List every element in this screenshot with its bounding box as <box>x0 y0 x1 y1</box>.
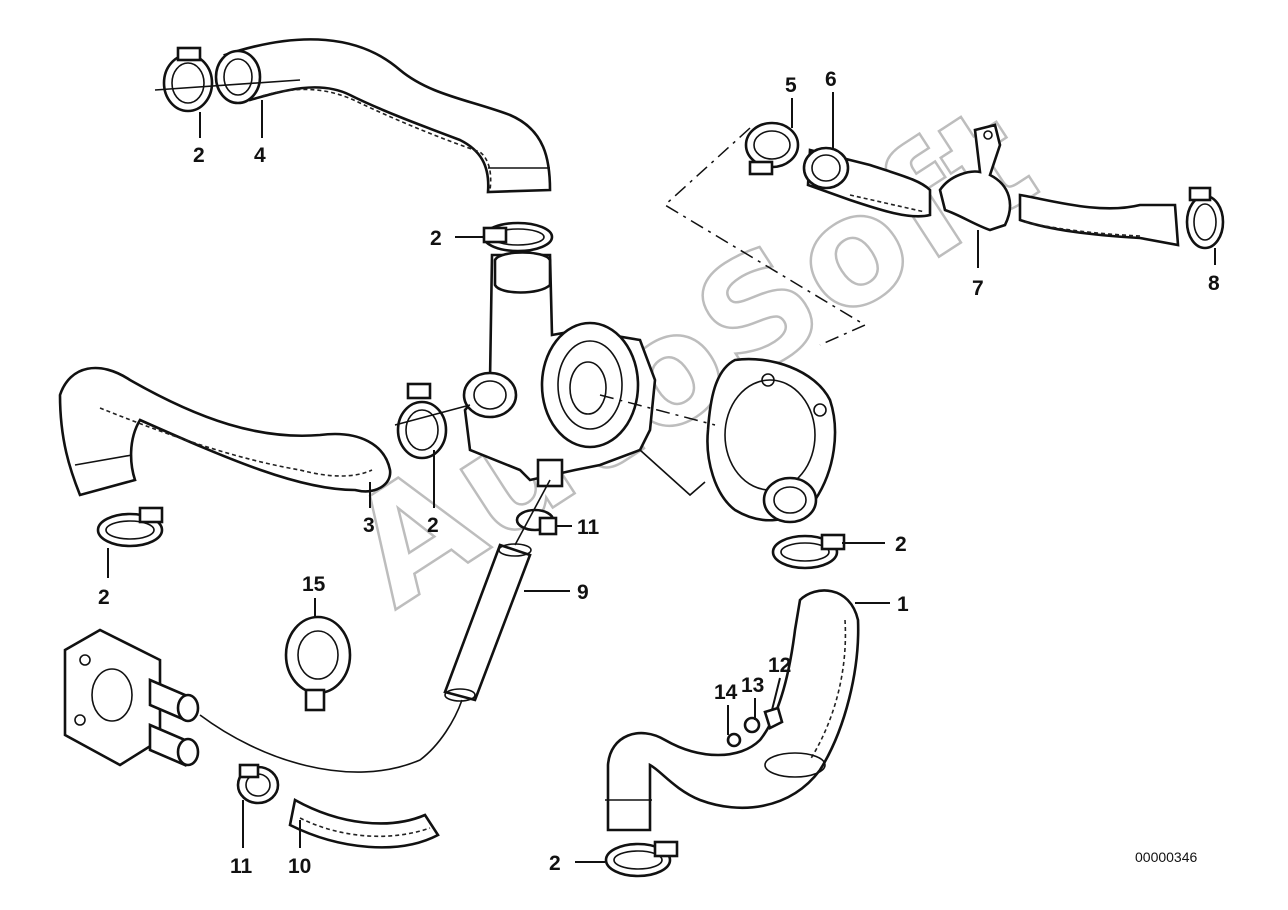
hose-clamp-2-top-left <box>154 46 301 113</box>
hose-clamp-2-bottom <box>604 840 679 878</box>
callout-2-middle: 2 <box>427 514 439 537</box>
document-number: 00000346 <box>1135 849 1198 865</box>
part-15 <box>284 615 352 712</box>
callout-14: 14 <box>714 681 738 704</box>
callout-8: 8 <box>1208 272 1220 295</box>
callout-15: 15 <box>302 573 326 596</box>
hose-9-top-line <box>514 479 551 546</box>
assembly-line-center <box>599 394 716 426</box>
watermark: AutoSoft <box>320 71 1067 640</box>
callout-2-top-center: 2 <box>430 227 442 250</box>
hose-clamp-2-right <box>771 533 846 570</box>
hose-9-connection-line <box>199 699 463 773</box>
callout-13: 13 <box>741 674 764 697</box>
callout-9: 9 <box>577 581 589 604</box>
callout-2-right: 2 <box>895 533 907 556</box>
callout-11-bottom: 11 <box>230 855 253 878</box>
hose-10 <box>288 797 440 849</box>
callout-2-left: 2 <box>98 586 110 609</box>
callout-5: 5 <box>785 74 797 97</box>
hose-clamp-2-top-center <box>482 221 554 253</box>
assembly-line-lower <box>639 449 706 497</box>
flange-pipe <box>63 628 200 767</box>
callout-4: 4 <box>254 144 266 167</box>
hose-clamp-11-middle <box>515 508 558 536</box>
hose-clamp-2-middle <box>394 382 471 460</box>
callout-2-top-left: 2 <box>193 144 205 167</box>
hose-3 <box>58 366 392 497</box>
callout-6: 6 <box>825 68 837 91</box>
thermostat-housing <box>462 251 657 488</box>
parts-12-13-14 <box>726 706 784 748</box>
hose-6 <box>802 146 932 218</box>
callout-11-middle: 11 <box>577 516 600 539</box>
hose-clamp-11-bottom <box>236 763 280 805</box>
hose-clamp-2-left <box>96 506 164 548</box>
bracket-7 <box>938 123 1012 232</box>
leader-lines <box>107 92 1216 863</box>
callout-2-bottom: 2 <box>549 852 561 875</box>
callout-1: 1 <box>897 593 909 616</box>
callout-12: 12 <box>768 654 791 677</box>
hose-clamp-5 <box>744 121 800 176</box>
callout-10: 10 <box>288 855 311 878</box>
hose-8 <box>1018 193 1180 247</box>
hose-4 <box>214 38 552 194</box>
hose-clamp-8 <box>1185 186 1225 250</box>
callout-3: 3 <box>363 514 375 537</box>
callout-7: 7 <box>972 277 984 300</box>
hose-1 <box>605 589 860 832</box>
thermostat-cover <box>706 357 837 524</box>
